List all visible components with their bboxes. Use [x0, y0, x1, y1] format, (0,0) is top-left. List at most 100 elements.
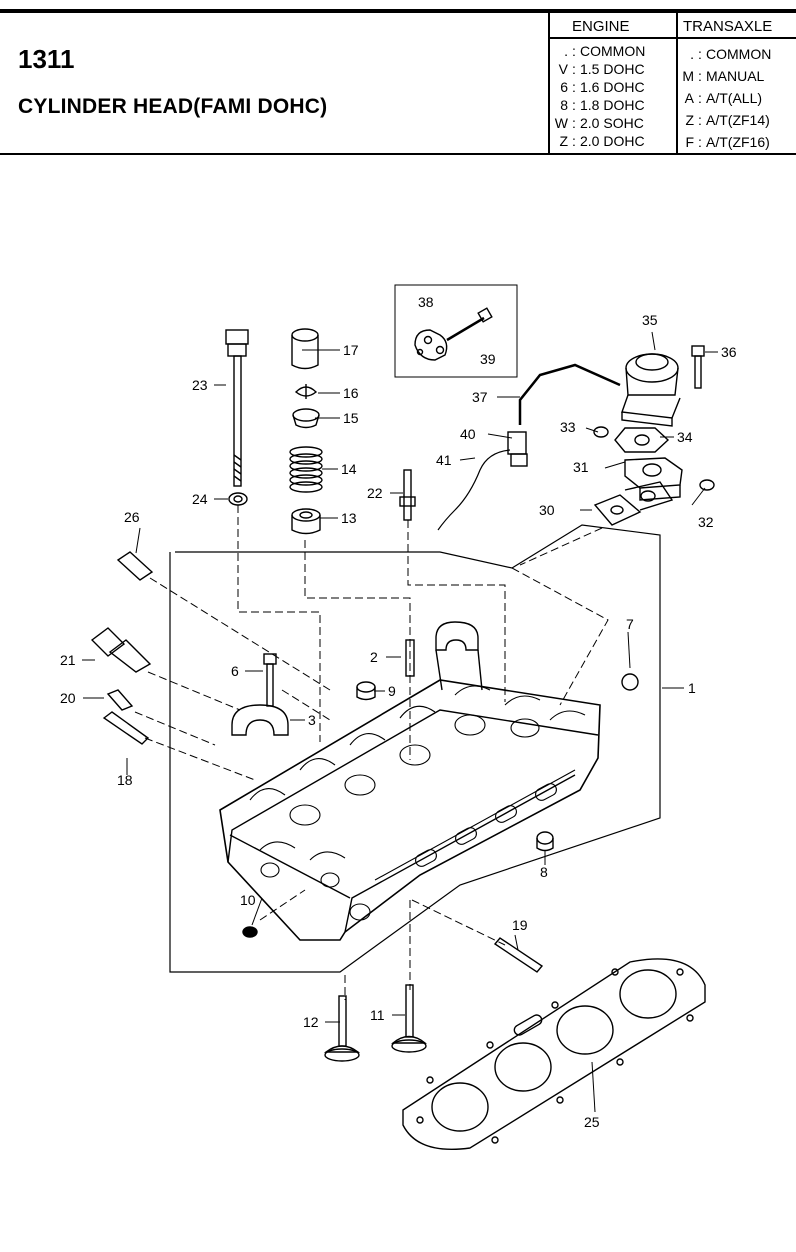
callout-41: 41	[436, 452, 452, 468]
stud-19	[102, 711, 150, 745]
washer-24	[228, 492, 248, 506]
engine-row: 8:1.8 DOHC	[560, 97, 645, 113]
gasket-30	[593, 481, 674, 526]
engine-row: .:COMMON	[564, 43, 646, 59]
engine-heading: ENGINE	[572, 18, 630, 35]
transaxle-row: .:COMMON	[690, 46, 772, 62]
engine-row: V:1.5 DOHC	[558, 61, 645, 77]
callout-16: 16	[343, 385, 359, 401]
cam-cap-3	[231, 704, 289, 736]
fitting-20	[106, 689, 134, 711]
dowel-2	[405, 639, 415, 677]
pipe-37	[518, 363, 621, 425]
callout-numbers: 17 16 15 14 13 23 24 26 22 2 6 9 3 7 1 8…	[60, 294, 737, 1130]
tappet-17	[291, 328, 319, 370]
callout-36: 36	[721, 344, 737, 360]
page-number: 1311	[18, 44, 75, 74]
callout-9: 9	[388, 683, 396, 699]
transaxle-row: M:MANUAL	[682, 68, 765, 84]
page-title: CYLINDER HEAD(FAMI DOHC)	[18, 95, 328, 118]
callout-6: 6	[231, 663, 239, 679]
callout-26: 26	[124, 509, 140, 525]
callout-32: 32	[698, 514, 714, 530]
adapter-31	[624, 457, 683, 501]
valve-seal-13	[291, 508, 321, 535]
legend-table	[548, 13, 796, 153]
transaxle-row: A:A/T(ALL)	[684, 90, 763, 106]
plug-10	[242, 926, 258, 938]
callout-1: 1	[688, 680, 696, 696]
callout-11: 11	[370, 1007, 385, 1023]
callout-2: 2	[370, 649, 378, 665]
retainer-15	[292, 408, 320, 429]
callout-leaders	[82, 331, 718, 1113]
callout-33: 33	[560, 419, 576, 435]
wire-41	[437, 449, 511, 531]
exploded-parts-diagram: 17 16 15 14 13 23 24 26 22 2 6 9 3 7 1 8…	[60, 284, 737, 1150]
plug-26	[116, 551, 154, 581]
callout-40: 40	[460, 426, 476, 442]
page-header: 1311 CYLINDER HEAD(FAMI DOHC) ENGINE TRA…	[0, 0, 796, 160]
bolt-32	[699, 479, 715, 491]
callout-25: 25	[584, 1114, 600, 1130]
keeper-16	[294, 384, 318, 399]
transaxle-row: Z:A/T(ZF14)	[685, 112, 770, 128]
callout-12: 12	[303, 1014, 319, 1030]
callout-21: 21	[60, 652, 76, 668]
callout-14: 14	[341, 461, 357, 477]
bolt-33	[593, 426, 609, 438]
callout-3: 3	[308, 712, 316, 728]
callout-8: 8	[540, 864, 548, 880]
temp-sensor-21	[90, 627, 152, 673]
bolt-6	[263, 653, 277, 707]
transaxle-row: F:A/T(ZF16)	[685, 134, 770, 150]
callout-37: 37	[472, 389, 488, 405]
callout-23: 23	[192, 377, 208, 393]
bolt-39	[446, 307, 493, 342]
engine-row: W:2.0 SOHC	[554, 115, 644, 131]
bolt-36	[691, 345, 705, 389]
gasket-34	[614, 427, 670, 453]
callout-31: 31	[573, 459, 589, 475]
inset-box	[394, 284, 518, 378]
cylinder-head-1	[219, 621, 601, 941]
callout-39: 39	[480, 351, 496, 367]
valve-12	[323, 995, 361, 1062]
callout-10: 10	[240, 892, 256, 908]
header-top-rule	[0, 9, 796, 13]
callout-7: 7	[626, 616, 634, 632]
callout-30: 30	[539, 502, 555, 518]
callout-17: 17	[343, 342, 359, 358]
callout-38: 38	[418, 294, 434, 310]
engine-row: 6:1.6 DOHC	[560, 79, 645, 95]
cam-cap-1-top	[435, 621, 483, 691]
stud-18	[493, 937, 544, 973]
callout-34: 34	[677, 429, 693, 445]
valve-spring-14	[289, 446, 323, 493]
gasket-38	[414, 329, 448, 361]
transaxle-heading: TRANSAXLE	[683, 18, 773, 35]
plug-9	[356, 681, 376, 701]
leader-lines	[134, 505, 609, 1000]
callout-20: 20	[60, 690, 76, 706]
head-gasket-25	[402, 958, 706, 1150]
engine-row: Z:2.0 DOHC	[559, 133, 645, 149]
legend-column-divider	[676, 13, 678, 153]
head-bolt-23	[225, 329, 249, 487]
plug-7	[621, 673, 639, 691]
valve-11	[391, 984, 427, 1053]
assembly-frame	[169, 524, 661, 973]
callout-19: 18	[117, 772, 133, 788]
solenoid-40	[507, 431, 528, 467]
callout-18: 19	[512, 917, 528, 933]
callout-13: 13	[341, 510, 357, 526]
legend-heading-rule	[548, 37, 796, 39]
seal-8	[536, 831, 554, 852]
callout-22: 22	[367, 485, 383, 501]
egr-valve-35	[621, 353, 681, 427]
callout-35: 35	[642, 312, 658, 328]
stud-22	[399, 469, 416, 521]
callout-15: 15	[343, 410, 359, 426]
header-bottom-rule	[0, 153, 796, 155]
callout-24: 24	[192, 491, 208, 507]
